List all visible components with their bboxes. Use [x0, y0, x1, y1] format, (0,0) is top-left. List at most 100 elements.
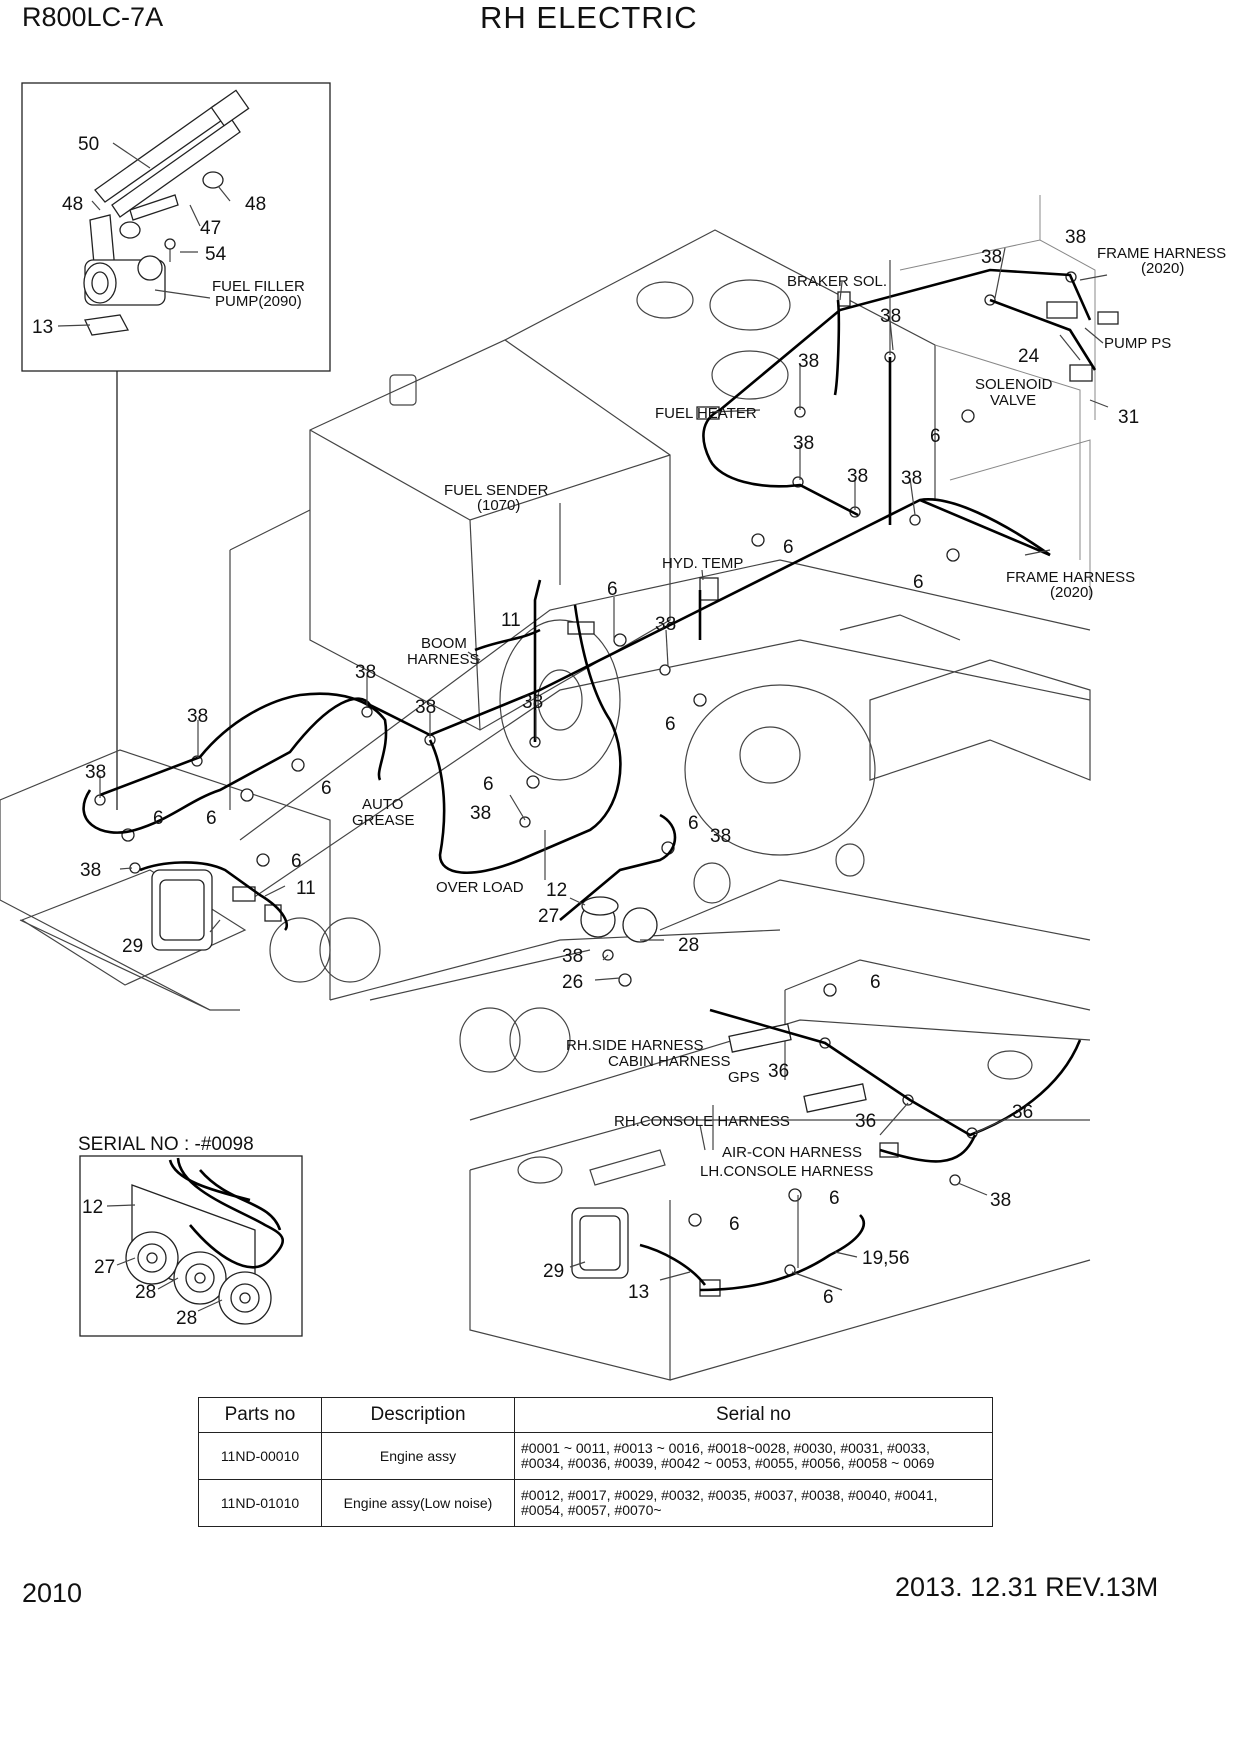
- serial-line: #0001 ~ 0011, #0013 ~ 0016, #0018~0028, …: [521, 1440, 930, 1456]
- harness-wires: [82, 268, 1097, 1292]
- part-number: 38: [793, 433, 814, 454]
- parts-no-cell: 11ND-00010: [198, 1432, 322, 1480]
- part-number: 38: [847, 466, 868, 487]
- frame-harness-label: (2020): [1141, 260, 1184, 277]
- part-number: 38: [981, 247, 1002, 268]
- part-number: 6: [688, 813, 699, 834]
- gps-label: GPS: [728, 1069, 760, 1086]
- parts-table: Parts no Description Serial no 11ND-0001…: [198, 1397, 993, 1527]
- part-number: 38: [1065, 227, 1086, 248]
- part-number: 38: [880, 306, 901, 327]
- description-cell: Engine assy(Low noise): [321, 1479, 515, 1527]
- part-number: 48: [245, 194, 266, 215]
- part-number: 6: [291, 851, 302, 872]
- part-number: 28: [678, 935, 699, 956]
- clamps: [94, 271, 1077, 1276]
- boom-harness-label: BOOM: [421, 635, 467, 652]
- part-number: 38: [990, 1190, 1011, 1211]
- serial-line: #0034, #0036, #0039, #0042 ~ 0053, #0055…: [521, 1455, 935, 1471]
- part-number: 6: [665, 714, 676, 735]
- part-number: 13: [32, 317, 53, 338]
- part-number: 48: [62, 194, 83, 215]
- fuel-sender-label: FUEL SENDER: [444, 482, 549, 499]
- table-row: 11ND-00010 Engine assy #0001 ~ 0011, #00…: [198, 1432, 993, 1480]
- solenoid-valve-label: VALVE: [990, 392, 1036, 409]
- braker-sol-label: BRAKER SOL.: [787, 273, 887, 290]
- frame-harness-label: FRAME HARNESS: [1006, 569, 1135, 586]
- part-number: 38: [655, 614, 676, 635]
- rh-console-harness-label: RH.CONSOLE HARNESS: [614, 1113, 790, 1130]
- part-number: 38: [415, 697, 436, 718]
- part-number: 38: [85, 762, 106, 783]
- part-number: 6: [607, 579, 618, 600]
- part-number: 6: [829, 1188, 840, 1209]
- part-number: 6: [930, 426, 941, 447]
- part-number: 38: [187, 706, 208, 727]
- part-number: 19,56: [862, 1248, 910, 1269]
- part-number: 47: [200, 218, 221, 239]
- part-number: 13: [628, 1282, 649, 1303]
- table-header-row: Parts no Description Serial no: [198, 1397, 993, 1433]
- auto-grease-label: AUTO: [362, 796, 403, 813]
- serial-cell: #0012, #0017, #0029, #0032, #0035, #0037…: [514, 1479, 993, 1527]
- part-number: 28: [176, 1308, 197, 1329]
- part-number: 6: [913, 572, 924, 593]
- part-number: 38: [901, 468, 922, 489]
- part-number: 6: [206, 808, 217, 829]
- serial-line: #0054, #0057, #0070~: [521, 1502, 662, 1518]
- leader-lines: [99, 247, 1109, 1291]
- part-number: 38: [710, 826, 731, 847]
- boom-harness-label: HARNESS: [407, 651, 480, 668]
- part-number: 36: [855, 1111, 876, 1132]
- fuel-heater-label: FUEL HEATER: [655, 405, 757, 422]
- table-row: 11ND-01010 Engine assy(Low noise) #0012,…: [198, 1479, 993, 1527]
- part-number: 38: [522, 692, 543, 713]
- air-con-harness-label: AIR-CON HARNESS: [722, 1144, 862, 1161]
- callout-labels: BRAKER SOL. FRAME HARNESS (2020) PUMP PS…: [352, 245, 1226, 1180]
- part-number: 6: [729, 1214, 740, 1235]
- fuel-filler-pump-inset: 50 48 48 47 54 FUEL FILLER PUMP(2090) 13: [21, 82, 331, 810]
- fuel-filler-pump-label: FUEL FILLER: [212, 278, 305, 295]
- part-number: 27: [538, 906, 559, 927]
- part-number: 36: [1012, 1102, 1033, 1123]
- serial-cell: #0001 ~ 0011, #0013 ~ 0016, #0018~0028, …: [514, 1432, 993, 1480]
- part-number: 26: [562, 972, 583, 993]
- part-number: 12: [546, 880, 567, 901]
- bolts: [121, 409, 975, 1227]
- part-number: 24: [1018, 346, 1040, 367]
- part-number: 12: [82, 1197, 103, 1218]
- hyd-temp-label: HYD. TEMP: [662, 555, 743, 572]
- part-number: 27: [94, 1257, 115, 1278]
- part-number-callouts: 38 38 38 38 24 31 6 38 38 38 6 6 6 11 38…: [80, 227, 1139, 1308]
- part-number: 28: [135, 1282, 156, 1303]
- frame-harness-label: (2020): [1050, 584, 1093, 601]
- fuel-filler-pump-drawing: [83, 89, 250, 336]
- serial-line: #0012, #0017, #0029, #0032, #0035, #0037…: [521, 1487, 938, 1503]
- part-number: 38: [80, 860, 101, 881]
- page-title: RH ELECTRIC: [480, 0, 698, 35]
- auto-grease-label: GREASE: [352, 812, 415, 829]
- lh-console-harness-label: LH.CONSOLE HARNESS: [700, 1163, 873, 1180]
- column-header: Description: [321, 1397, 515, 1433]
- part-number: 29: [543, 1261, 564, 1282]
- fuel-filler-pump-label: PUMP(2090): [215, 293, 302, 310]
- serial-no-label: SERIAL NO : -#0098: [78, 1134, 254, 1155]
- over-load-label: OVER LOAD: [436, 879, 524, 896]
- revision-date: 2013. 12.31 REV.13M: [895, 1572, 1159, 1602]
- column-header: Parts no: [198, 1397, 322, 1433]
- part-number: 6: [823, 1287, 834, 1308]
- description-cell: Engine assy: [321, 1432, 515, 1480]
- part-number: 54: [205, 244, 227, 265]
- part-number: 29: [122, 936, 143, 957]
- part-number: 38: [470, 803, 491, 824]
- part-number: 38: [355, 662, 376, 683]
- part-number: 6: [870, 972, 881, 993]
- frame-harness-label: FRAME HARNESS: [1097, 245, 1226, 262]
- model-name: R800LC-7A: [22, 2, 164, 32]
- column-header: Serial no: [514, 1397, 993, 1433]
- part-number: 38: [562, 946, 583, 967]
- cabin-harness-label: CABIN HARNESS: [608, 1053, 731, 1070]
- fuel-sender-label: (1070): [477, 497, 520, 514]
- part-number: 11: [296, 878, 316, 899]
